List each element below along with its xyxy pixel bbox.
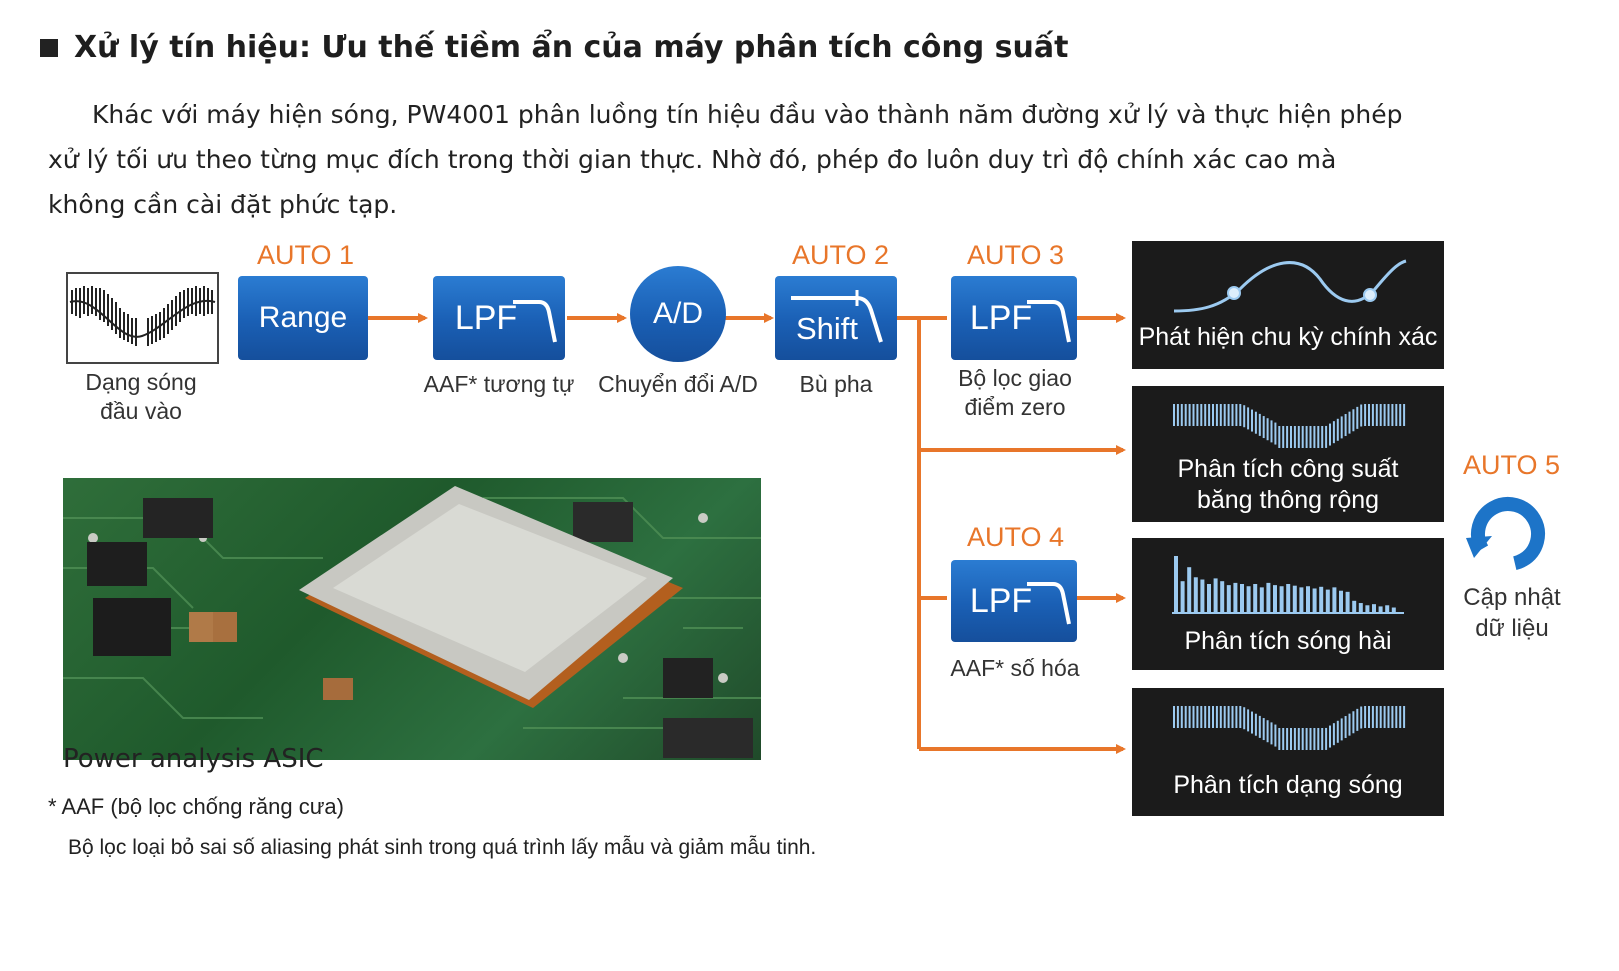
output-panel-waveform: Phân tích dạng sóng xyxy=(1132,688,1444,816)
ad-converter-circle: A/D xyxy=(630,266,726,362)
output-panel-cycle-detection: Phát hiện chu kỳ chính xác xyxy=(1132,241,1444,369)
harmonic-bar xyxy=(1246,586,1251,612)
shift-caption: Bù pha xyxy=(799,371,873,397)
sampled-waveform-icon xyxy=(1173,706,1406,750)
harmonic-bar xyxy=(1279,586,1284,612)
harmonic-bar xyxy=(1345,591,1350,612)
auto4-label: AUTO 4 xyxy=(967,522,1065,552)
harmonic-bar xyxy=(1273,585,1277,612)
lowpass-curve-icon xyxy=(513,300,557,343)
auto5-caption-line1: Cập nhật xyxy=(1463,584,1561,611)
harmonic-bar xyxy=(1365,605,1370,612)
harmonic-bar xyxy=(1213,578,1218,612)
footnote-term: * AAF (bộ lọc chống răng cưa) xyxy=(48,794,344,819)
auto3-label: AUTO 3 xyxy=(967,240,1065,270)
cycle-detection-text: Phát hiện chu kỳ chính xác xyxy=(1138,323,1438,351)
sampled-waveform-icon xyxy=(1173,404,1406,448)
harmonic-bar xyxy=(1220,581,1225,612)
range-block: Range xyxy=(238,276,368,360)
auto5-caption-line2: dữ liệu xyxy=(1475,615,1549,642)
zero-cross-caption-line1: Bộ lọc giao xyxy=(958,365,1072,391)
shift-block-label: Shift xyxy=(795,311,859,346)
harmonic-bar xyxy=(1187,567,1192,612)
harmonic-text: Phân tích sóng hài xyxy=(1184,627,1392,655)
auto1-label: AUTO 1 xyxy=(257,240,355,270)
harmonic-bar xyxy=(1352,600,1357,612)
harmonic-bar xyxy=(1372,604,1376,612)
harmonic-bar xyxy=(1180,581,1185,612)
refresh-icon xyxy=(1466,497,1545,571)
auto5-caption: Cập nhật dữ liệu xyxy=(1452,582,1572,644)
input-caption-line1: Dạng sóng xyxy=(85,369,197,395)
digital-aaf-lpf-block: LPF xyxy=(951,560,1077,642)
zero-cross-caption-line2: điểm zero xyxy=(964,394,1066,420)
asic-photo xyxy=(63,478,761,760)
digital-aaf-lpf-label: LPF xyxy=(969,581,1033,620)
input-waveform-icon xyxy=(69,286,216,346)
photo-caption: Power analysis ASIC xyxy=(63,744,324,774)
wideband-power-line2: băng thông rộng xyxy=(1196,486,1380,514)
digital-aaf-caption: AAF* số hóa xyxy=(950,655,1080,681)
auto2-label: AUTO 2 xyxy=(792,240,890,270)
harmonic-bar xyxy=(1325,589,1330,612)
phase-shift-curve-icon xyxy=(791,290,883,343)
harmonic-bar xyxy=(1358,603,1363,612)
lpf-analog-label: LPF xyxy=(454,298,518,337)
harmonic-spectrum-icon xyxy=(1172,556,1404,614)
shift-block: Shift xyxy=(775,276,897,360)
harmonic-bar xyxy=(1200,579,1205,612)
harmonic-bar xyxy=(1207,584,1211,612)
harmonic-bar xyxy=(1312,588,1317,612)
harmonic-bar xyxy=(1292,585,1297,612)
harmonic-bar xyxy=(1226,585,1231,612)
harmonic-bar xyxy=(1378,606,1383,612)
harmonic-bar xyxy=(1306,586,1310,612)
harmonic-bar xyxy=(1299,587,1304,612)
harmonic-bar xyxy=(1385,605,1390,612)
waveform-analysis-text: Phân tích dạng sóng xyxy=(1173,771,1403,799)
ad-caption: Chuyển đổi A/D xyxy=(598,371,758,397)
zero-cross-caption: Bộ lọc giao điểm zero xyxy=(940,364,1090,422)
harmonic-bar xyxy=(1286,584,1291,612)
lowpass-curve-icon xyxy=(1027,582,1071,625)
harmonic-bar xyxy=(1319,586,1324,612)
auto5-label: AUTO 5 xyxy=(1463,450,1561,480)
wideband-power-line1: Phân tích công suất xyxy=(1177,455,1399,483)
intro-paragraph: Khác với máy hiện sóng, PW4001 phân luồn… xyxy=(48,100,1403,219)
circuit-board-image xyxy=(63,486,761,758)
footnote-text: Bộ lọc loại bỏ sai số aliasing phát sinh… xyxy=(68,836,817,859)
harmonic-bar xyxy=(1391,607,1396,612)
heading-bullet-icon xyxy=(40,38,58,57)
ad-converter-label: A/D xyxy=(652,297,703,330)
harmonic-bar xyxy=(1266,582,1271,612)
lpf-analog-block: LPF xyxy=(433,276,565,360)
zero-cross-lpf-label: LPF xyxy=(969,298,1033,337)
output-panel-wideband-power: Phân tích công suất băng thông rộng xyxy=(1132,386,1444,522)
lowpass-curve-icon xyxy=(1027,300,1071,343)
harmonic-bar xyxy=(1193,577,1198,612)
section-heading: Xử lý tín hiệu: Ưu thế tiềm ẩn của máy p… xyxy=(40,30,1068,65)
harmonic-bar xyxy=(1240,584,1244,612)
range-block-label: Range xyxy=(258,301,348,334)
harmonic-bar xyxy=(1259,587,1264,612)
harmonic-bar xyxy=(1339,590,1343,612)
zero-cross-lpf-block: LPF xyxy=(951,276,1077,360)
output-panel-harmonic: Phân tích sóng hài xyxy=(1132,538,1444,670)
input-caption: Dạng sóng đầu vào xyxy=(66,368,216,426)
heading-text: Xử lý tín hiệu: Ưu thế tiềm ẩn của máy p… xyxy=(74,30,1069,65)
input-caption-line2: đầu vào xyxy=(100,398,182,424)
harmonic-bar xyxy=(1174,556,1178,612)
harmonic-bar xyxy=(1332,587,1337,612)
harmonic-bar xyxy=(1233,582,1238,612)
harmonic-bar xyxy=(1253,584,1258,612)
lpf-analog-caption: AAF* tương tự xyxy=(423,371,575,397)
input-waveform-box xyxy=(66,272,219,364)
sine-wave-icon xyxy=(1173,259,1407,313)
